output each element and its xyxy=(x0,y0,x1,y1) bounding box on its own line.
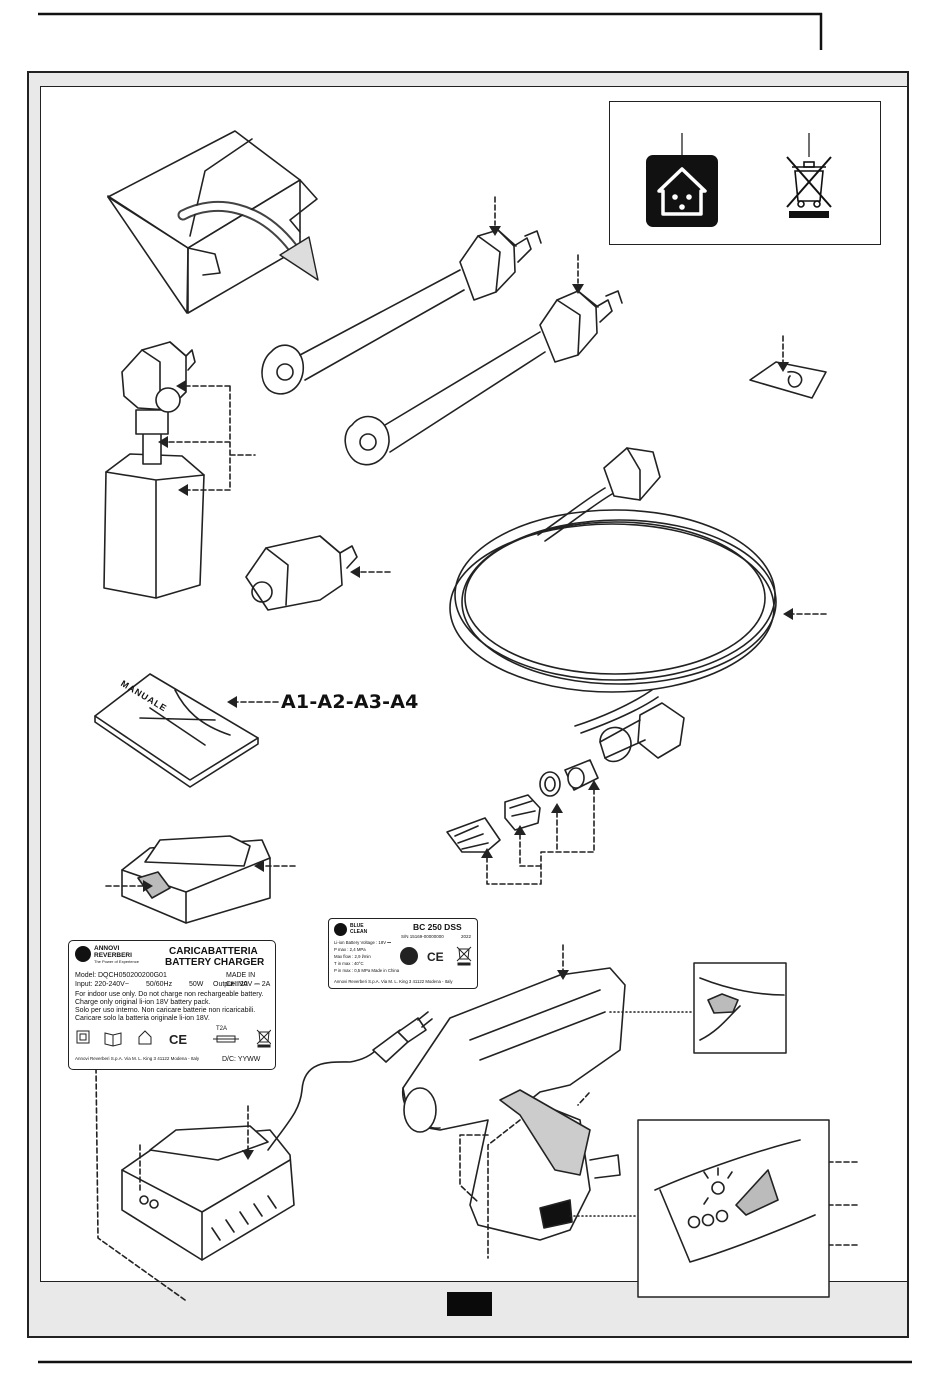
charger-made-in: MADE IN CHINA xyxy=(226,972,256,988)
hose-fittings xyxy=(446,759,599,853)
charger-title-en: BATTERY CHARGER xyxy=(165,957,265,968)
manual-reference-label: A1-A2-A3-A4 xyxy=(281,691,419,713)
charger-title-it: CARICABATTERIA xyxy=(169,946,258,957)
svg-text:CE: CE xyxy=(427,950,444,964)
double-insulation-icon xyxy=(76,1030,90,1044)
gun-symbol-row: CE xyxy=(400,946,472,966)
nozzle-adapter xyxy=(245,535,358,611)
fuse-icon xyxy=(213,1035,239,1043)
spare-parts-bag xyxy=(749,361,827,399)
charger-warning-it-1: Solo per uso interno. Non caricare batte… xyxy=(75,1007,256,1014)
annovi-reverberi-logo-icon xyxy=(75,946,91,962)
house-icon xyxy=(138,1030,152,1045)
gun-serial: S/N 15169-00000000 xyxy=(401,934,444,939)
gun-brand-line1: BLUE xyxy=(350,923,364,929)
charger-warning-it-2: Caricare solo la batteria originale li-i… xyxy=(75,1015,210,1022)
svg-text:CE: CE xyxy=(169,1032,187,1047)
battery-charger xyxy=(121,1047,379,1261)
charger-symbol-row: CE xyxy=(76,1029,271,1048)
power-plug xyxy=(372,1011,433,1063)
detail-battery-indicator xyxy=(637,1119,830,1298)
logo-text-line1: ANNOVI xyxy=(94,945,120,952)
garden-hose xyxy=(449,447,777,763)
header-rule xyxy=(38,12,823,50)
lance-long xyxy=(344,290,623,466)
weee-bin-small-icon xyxy=(456,946,472,966)
packaging-box xyxy=(107,130,318,314)
symbols-art xyxy=(646,133,832,227)
charger-warning-en-1: For indoor use only. Do not charge non r… xyxy=(75,991,264,998)
gun-spec-5: P in max : 0,5 MPa Made in China xyxy=(334,968,400,973)
charger-warning-en-2: Charge only original li-ion 18V battery … xyxy=(75,999,211,1006)
gun-rating-label: BLUE CLEAN BC 250 DSS S/N 15169-00000000… xyxy=(328,918,478,989)
read-manual-icon xyxy=(400,947,418,965)
charger-address: Annovi Reverberi S.p.A. Via M. L. King 3… xyxy=(75,1056,200,1061)
gun-year: 2022 xyxy=(461,934,472,939)
foam-bottle xyxy=(103,341,205,599)
indoor-use-house-icon xyxy=(646,155,718,227)
charger-input: Input: 220-240V~ xyxy=(75,981,129,988)
gun-spec-2: P max : 2,4 MPa xyxy=(334,947,366,952)
detail-trigger-lock xyxy=(693,962,787,1054)
gun-spec-1: Li-ion Battery Voltage : 18V ⎓ xyxy=(334,940,391,945)
book-icon xyxy=(104,1032,122,1047)
spray-gun xyxy=(402,967,626,1241)
gun-brand-line2: CLEAN xyxy=(350,929,368,935)
charger-frequency: 50/60Hz xyxy=(146,981,173,988)
weee-bin-small-icon xyxy=(256,1029,271,1048)
battery-pack xyxy=(121,835,271,924)
unpack-arrow-icon xyxy=(177,200,319,281)
charger-fuse: T2A xyxy=(216,1026,228,1032)
logo-text-line2: REVERBERI xyxy=(94,952,132,959)
logo-tagline: The Power of Experience xyxy=(94,959,139,964)
ce-mark-icon: CE xyxy=(169,1032,187,1047)
manual-book xyxy=(94,673,259,788)
gun-model: BC 250 DSS xyxy=(413,922,462,932)
lance-short xyxy=(261,229,542,395)
footer-rule xyxy=(38,1360,912,1364)
gun-address: Annovi Reverberi S.p.A. Via M. L. King 3… xyxy=(334,979,453,984)
charger-power: 50W xyxy=(189,981,204,988)
brand-logo-icon xyxy=(334,923,347,936)
charger-output: Output : 20V ⎓ 2A xyxy=(213,981,271,988)
charger-model: Model: DQCH050200200G01 xyxy=(75,972,167,979)
charger-rating-label: ANNOVI REVERBERI The Power of Experience… xyxy=(68,940,276,1070)
ce-mark-icon: CE xyxy=(427,950,444,964)
gun-spec-3: Max flow : 2,9 l/min xyxy=(334,954,371,959)
page-number-tab xyxy=(447,1292,492,1316)
charger-date-code: D/C: YYWW xyxy=(222,1056,261,1063)
weee-crossed-bin-icon xyxy=(786,156,832,218)
gun-spec-4: T in max : 40°C xyxy=(334,961,364,966)
